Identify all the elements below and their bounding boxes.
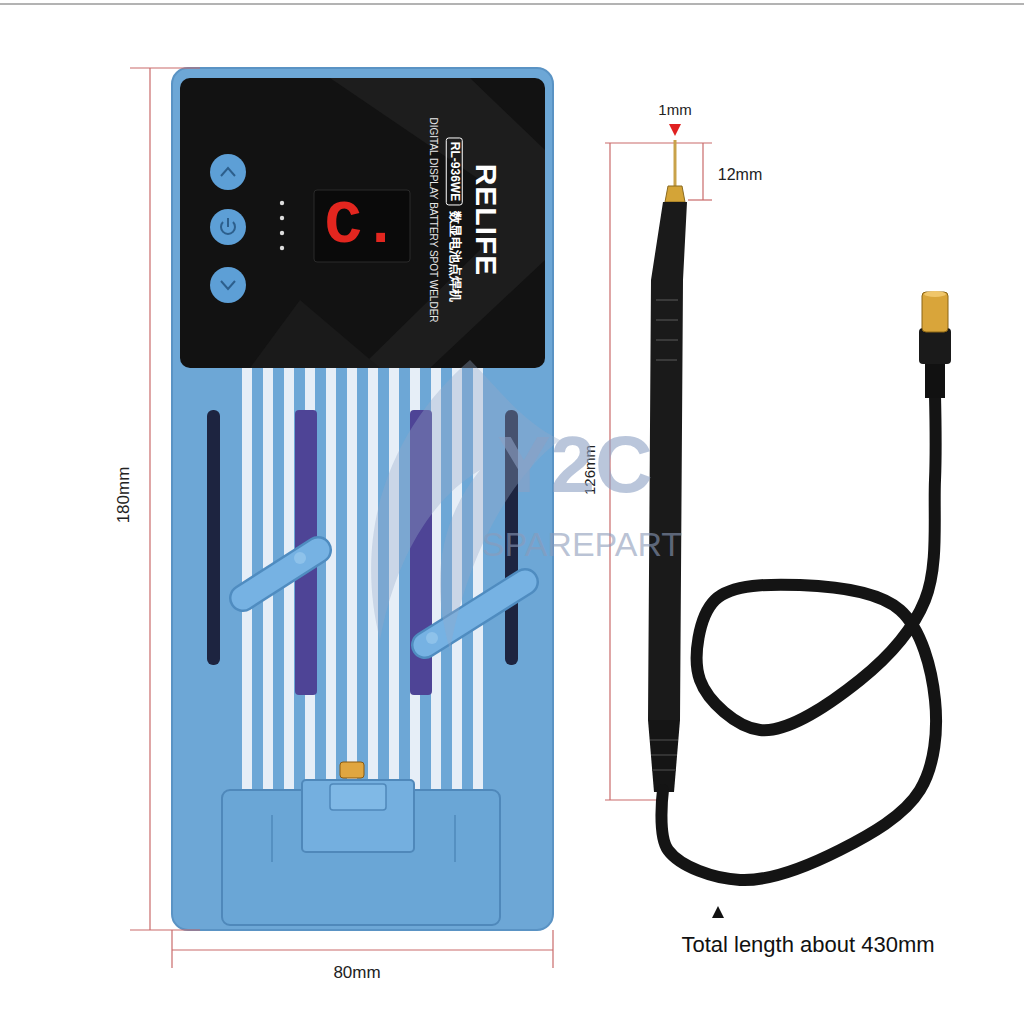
dimension-label: 180mm	[115, 467, 134, 524]
digit-display: C.	[325, 192, 399, 260]
dimension-label: 1mm	[658, 102, 691, 119]
buttons	[210, 154, 246, 303]
top-rule	[0, 3, 1024, 5]
text-line: RL-936WE 数显电池点焊机	[446, 114, 466, 325]
text-line: DIGITAL DISPLAY BATTERY SPOT WELDER	[425, 114, 445, 325]
dimension-label: 80mm	[333, 964, 380, 983]
watermark: SPAREPART	[482, 526, 682, 563]
brand-name: RELIFE	[467, 164, 505, 277]
welding-pen	[648, 140, 687, 792]
length-note: Total length about 430mm	[681, 933, 934, 957]
rotated-text-group: RELIFERL-936WE 数显电池点焊机 DIGITAL DISPLAY BAT…	[424, 114, 506, 325]
tip-marker	[669, 124, 681, 136]
digit-window	[314, 190, 410, 262]
text-line: RELIFE	[467, 114, 505, 325]
battery-dock	[222, 780, 500, 925]
dimension-lines	[130, 68, 712, 968]
bullet-triangle	[712, 906, 724, 918]
product-name-en: DIGITAL DISPLAY BATTERY SPOT WELDER	[427, 117, 440, 322]
panel-sheen	[250, 300, 380, 368]
watermark: Y2C	[497, 421, 653, 509]
display-panel	[180, 78, 545, 368]
indicator-dots	[280, 201, 284, 250]
gold-contact	[340, 762, 364, 778]
display-panel-text: RELIFERL-936WE 数显电池点焊机 DIGITAL DISPLAY BAT…	[180, 78, 545, 368]
model-number: RL-936WE	[446, 138, 463, 205]
dimension-label: 12mm	[718, 166, 762, 184]
pen-cable	[661, 395, 936, 880]
cable-connector	[919, 291, 951, 398]
product-name-zh: 数显电池点焊机	[447, 211, 463, 302]
